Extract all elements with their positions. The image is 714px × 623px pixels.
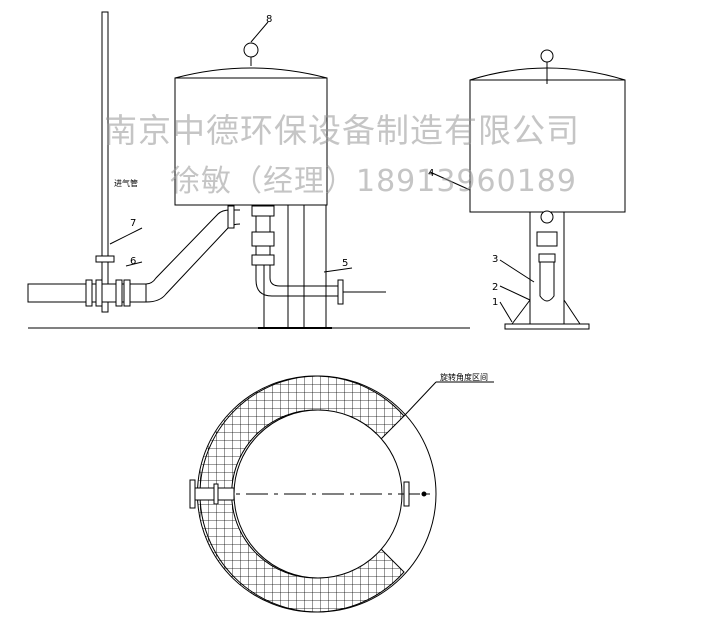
plan-inlet-flange-2 [213,483,219,505]
callout-3: 3 [492,254,498,265]
right-sight-glass [540,210,554,224]
callout-1: 1 [492,297,498,308]
outlet-valve-1 [251,205,275,217]
inlet-flange-2 [95,279,103,307]
vent-pipe [101,11,109,313]
diagonal-pipe [145,209,241,303]
left-elevation-view [27,11,470,329]
outlet-valve-2 [251,231,275,247]
outlet-flange [337,279,344,305]
rotation-area-label: 旋转角度区间 [440,372,488,382]
callout-7: 7 [130,218,136,229]
left-tank-lifting-ring [243,42,259,58]
left-tank-top [174,67,328,79]
right-valve-1 [536,231,558,247]
plan-outlet-flange [403,481,410,507]
vent-pipe-flange [95,255,115,263]
callout-8: 8 [266,14,272,25]
plan-inlet-flange [189,479,196,509]
callout-labels: 8 7 6 5 4 3 2 1 进气管 旋转角度区间 [114,14,498,382]
right-drain-pipe [539,262,555,302]
right-elevation-view [429,49,626,330]
plan-view [189,375,494,613]
callout-6: 6 [130,256,136,267]
outlet-valve-3 [251,254,275,266]
rotation-ring [196,375,405,613]
callout-2: 2 [492,282,498,293]
vent-pipe-label: 进气管 [114,178,138,188]
right-base-stiffeners [511,299,581,325]
watermark-contact: 徐敏（经理）18913960189 [170,164,577,199]
right-valve-2 [538,253,556,263]
diagonal-flange [227,205,235,229]
inlet-flange-4 [123,279,131,307]
callout-4: 4 [428,168,434,179]
inlet-flange-3 [115,279,123,307]
right-tank-body [469,79,626,213]
left-tank-body [174,77,328,206]
right-support-leg [529,211,565,325]
callout-5: 5 [342,258,348,269]
left-support-leg [263,204,327,329]
outlet-elbow [255,265,340,297]
right-base-plate [504,323,590,330]
watermark-company: 南京中德环保设备制造有限公司 [104,111,580,150]
inlet-flange-1 [85,279,93,307]
right-tank-lifting-ring [540,49,554,63]
